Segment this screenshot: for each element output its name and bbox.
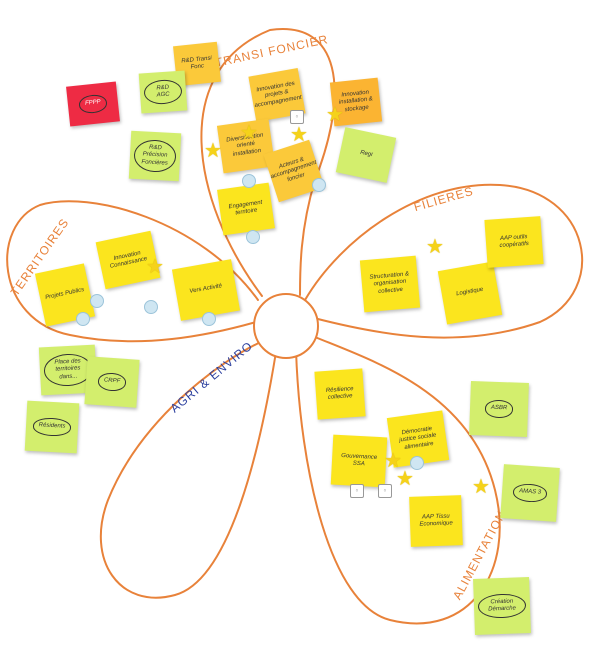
sticky-note: AMAS 3 (500, 464, 560, 522)
blue-dot-sticker (202, 312, 216, 326)
flower-center (253, 293, 319, 359)
star-sticker: ★ (426, 234, 444, 258)
sticky-note: Structuration & organisation collective (359, 255, 421, 313)
sticky-note: Résidents (24, 400, 80, 454)
sticky-note: R&D AGC (138, 70, 188, 114)
blue-dot-sticker (246, 230, 260, 244)
petal-top-outline (200, 28, 336, 297)
sticky-note: Résilience collective (314, 368, 366, 420)
petal-right-outline (304, 183, 584, 339)
sticky-note: AAP Tissu Economique (409, 495, 463, 547)
sticky-note: AAP outils coopératifs (484, 216, 544, 268)
blue-dot-sticker (76, 312, 90, 326)
star-sticker: ★ (290, 122, 308, 146)
blue-dot-sticker (144, 300, 158, 314)
sticky-note: CRPF (84, 356, 140, 408)
sticky-note: Gouvernance SSA (330, 434, 388, 488)
paper-sticker: ◦ (378, 484, 392, 498)
petal-left-outline (6, 200, 259, 343)
sticky-note: Création Démarche (473, 577, 531, 635)
blue-dot-sticker (410, 456, 424, 470)
sticky-note: FPPP (66, 81, 120, 127)
blue-dot-sticker (90, 294, 104, 308)
sticky-note: Engagement territoire (217, 182, 275, 236)
star-sticker: ★ (384, 448, 402, 472)
paper-sticker: ◦ (290, 110, 304, 124)
star-sticker: ★ (240, 120, 258, 144)
sticky-note: Logistique (437, 261, 503, 325)
sticky-note: ASBR (469, 381, 529, 437)
sticky-note: R&D Précision Foncières (128, 130, 182, 182)
star-sticker: ★ (204, 138, 222, 162)
petal-lower-left-outline (99, 339, 277, 599)
blue-dot-sticker (312, 178, 326, 192)
star-sticker: ★ (146, 254, 164, 278)
blue-dot-sticker (242, 174, 256, 188)
star-sticker: ★ (472, 474, 490, 498)
star-sticker: ★ (326, 102, 344, 126)
star-sticker: ★ (396, 466, 414, 490)
paper-sticker: ◦ (350, 484, 364, 498)
